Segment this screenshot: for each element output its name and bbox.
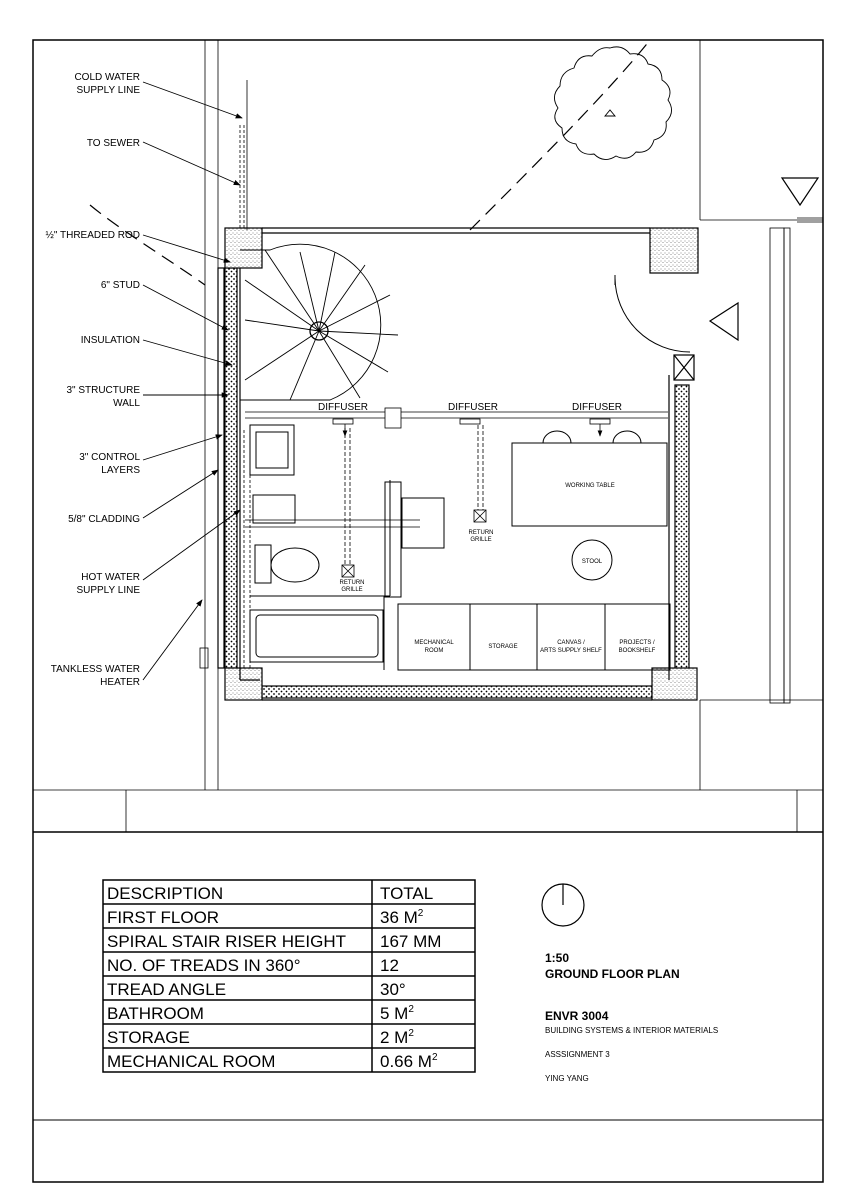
cabinet-label-canvas: CANVAS / [557, 640, 585, 646]
diffuser-label: DIFFUSER [448, 402, 498, 413]
return-grille-label: RETURN [340, 580, 365, 586]
building-walls [217, 227, 699, 701]
callout-hot-water-1: HOT WATER [81, 572, 140, 583]
spiral-stair [240, 243, 399, 401]
title-block: 1:50 GROUND FLOOR PLAN ENVR 3004 BUILDIN… [541, 883, 718, 1083]
course-code: ENVR 3004 [545, 1009, 609, 1023]
ductwork [243, 407, 668, 670]
area-schedule-table: DESCRIPTION TOTAL FIRST FLOOR 36 M2 SPIR… [102, 879, 476, 1073]
callout-hot-water-2: SUPPLY LINE [76, 585, 140, 596]
callout-cold-water-1: COLD WATER [74, 72, 140, 83]
callout-structure-wall-2: WALL [113, 398, 140, 409]
return-grille-label: RETURN [469, 530, 494, 536]
assignment-label: ASSSIGNMENT 3 [545, 1050, 610, 1059]
diffuser-label: DIFFUSER [572, 402, 622, 413]
table-header-total: TOTAL [380, 884, 433, 903]
return-grille-icons [341, 509, 487, 578]
working-table-label: WORKING TABLE [565, 483, 614, 489]
plan-scale: 1:50 [545, 951, 569, 965]
cabinet-label-projects: PROJECTS / [619, 640, 655, 646]
callout-structure-wall-1: 3" STRUCTURE [66, 385, 140, 396]
table-row-desc: MECHANICAL ROOM [107, 1052, 275, 1071]
furniture [397, 430, 671, 671]
callout-labels: COLD WATER SUPPLY LINE TO SEWER ½" THREA… [46, 72, 141, 688]
callout-to-sewer: TO SEWER [87, 138, 140, 149]
table-header-description: DESCRIPTION [107, 884, 223, 903]
table-row-val: 36 M2 [380, 908, 424, 927]
return-grille-label: GRILLE [470, 537, 491, 543]
table-row-val: 167 MM [380, 932, 441, 951]
callout-cladding: 5/8" CLADDING [68, 514, 140, 525]
table-row-val: 5 M2 [380, 1004, 414, 1023]
diffuser-label: DIFFUSER [318, 402, 368, 413]
callout-leaders [142, 81, 243, 681]
tree-icon [554, 46, 672, 160]
table-row-desc: BATHROOM [107, 1004, 204, 1023]
table-row-desc: FIRST FLOOR [107, 908, 219, 927]
stool-label: STOOL [582, 559, 603, 565]
callout-water-heater-1: TANKLESS WATER [51, 664, 140, 675]
table-row-desc: STORAGE [107, 1028, 190, 1047]
north-arrow-icon [541, 883, 585, 927]
return-grille-labels: RETURN GRILLE RETURN GRILLE [340, 530, 494, 593]
plan-title: GROUND FLOOR PLAN [545, 967, 680, 981]
cabinet-label-storage: STORAGE [488, 644, 517, 650]
author-name: YING YANG [545, 1074, 589, 1083]
course-name: BUILDING SYSTEMS & INTERIOR MATERIALS [545, 1026, 718, 1035]
callout-threaded-rod: ½" THREADED ROD [46, 230, 141, 241]
setback-curve [89, 39, 651, 286]
table-row-desc: SPIRAL STAIR RISER HEIGHT [107, 932, 346, 951]
bathroom-fixtures [249, 424, 402, 670]
callout-stud: 6" STUD [101, 280, 140, 291]
return-grille-label: GRILLE [341, 587, 362, 593]
sheet-frame [32, 39, 824, 1183]
cabinet-label-projects: BOOKSHELF [619, 648, 656, 654]
entry-door [614, 275, 691, 353]
cabinet-label-mechanical: MECHANICAL [414, 640, 454, 646]
callout-cold-water-2: SUPPLY LINE [76, 85, 140, 96]
cabinet-label-mechanical: ROOM [425, 648, 444, 654]
site-arrow-icons [708, 177, 820, 342]
table-row-desc: NO. OF TREADS IN 360° [107, 956, 301, 975]
table-row-val: 2 M2 [380, 1028, 414, 1047]
diffuser-icons [332, 418, 611, 437]
cabinet-label-canvas: ARTS SUPPLY SHELF [540, 648, 602, 654]
callout-control-layers-2: LAYERS [101, 465, 140, 476]
table-row-val: 12 [380, 956, 399, 975]
cabinet-labels: MECHANICAL ROOM STORAGE CANVAS / ARTS SU… [414, 640, 655, 654]
supply-pipes [199, 80, 248, 669]
callout-control-layers-1: 3" CONTROL [79, 452, 140, 463]
table-row-val: 30° [380, 980, 406, 999]
diffuser-labels: DIFFUSER DIFFUSER DIFFUSER [318, 402, 622, 413]
table-row-desc: TREAD ANGLE [107, 980, 226, 999]
callout-insulation: INSULATION [81, 335, 140, 346]
table-row-val: 0.66 M2 [380, 1052, 438, 1071]
callout-water-heater-2: HEATER [100, 677, 140, 688]
